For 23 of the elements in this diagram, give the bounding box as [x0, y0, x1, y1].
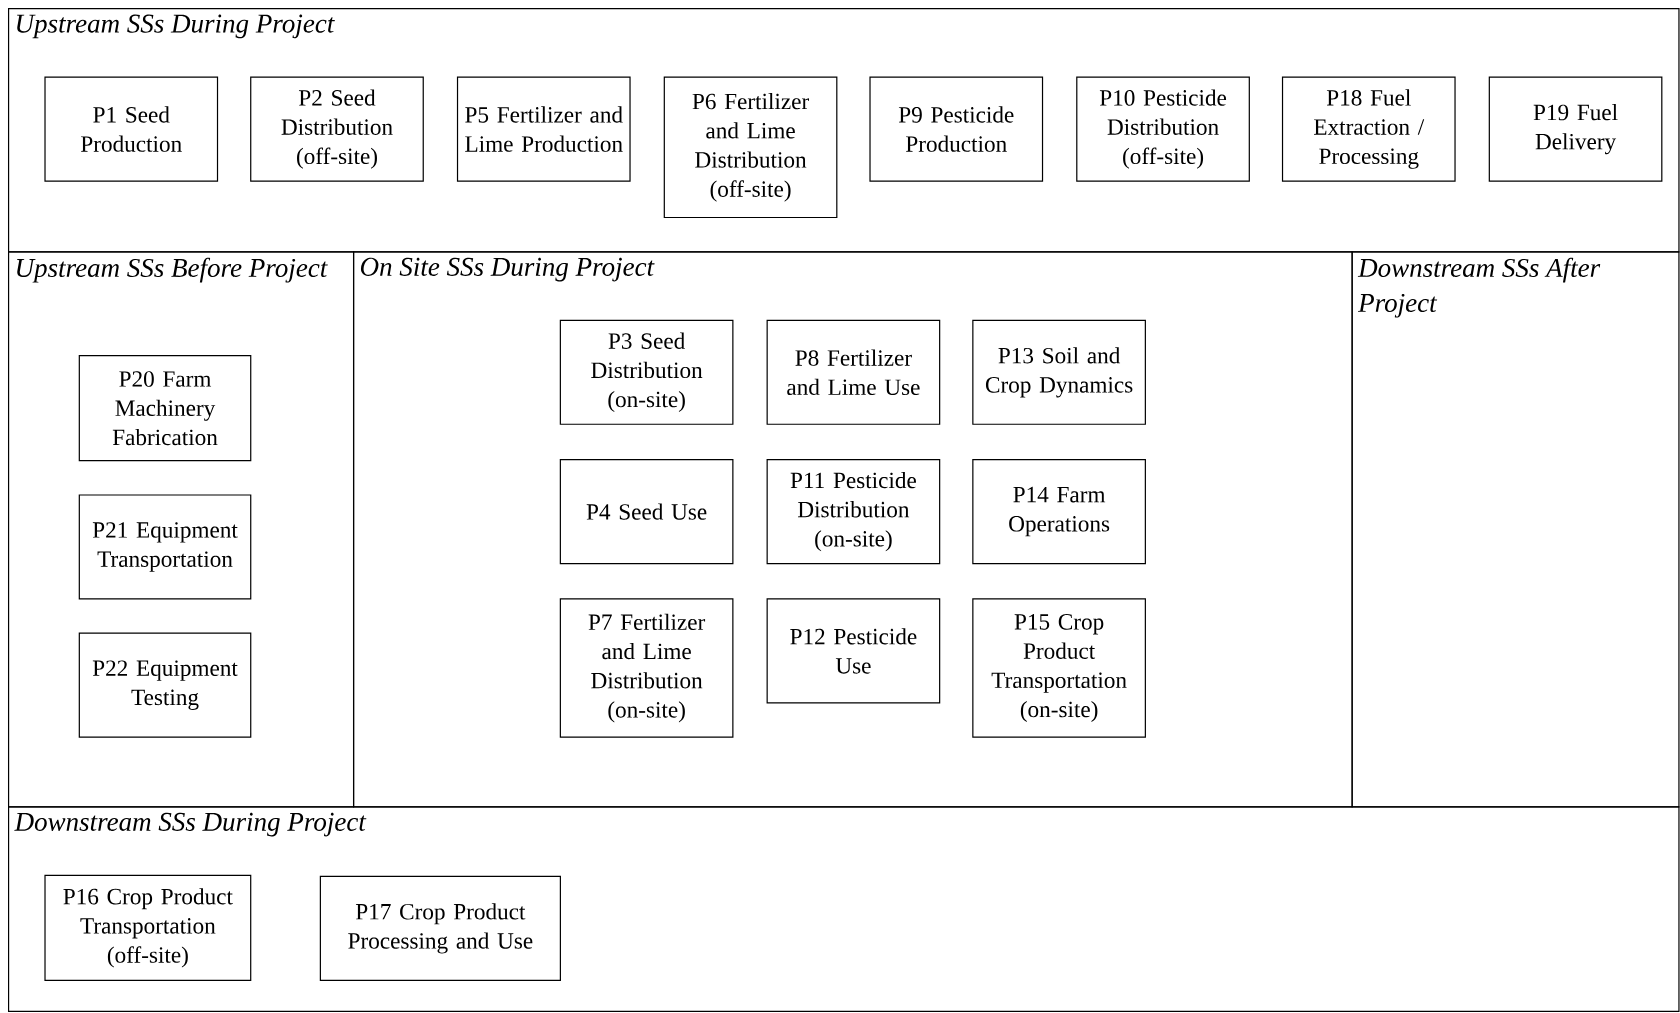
process-box: P17 Crop Product Processing and Use — [319, 876, 561, 982]
process-box: P15 Crop Product Transportation (on-site) — [972, 598, 1146, 738]
process-box: P22 Equipment Testing — [78, 632, 252, 738]
process-box: P4 Seed Use — [559, 459, 734, 565]
process-box: P14 Farm Operations — [972, 459, 1146, 565]
region-panel: Downstream SSs After Project — [1351, 251, 1680, 808]
process-box: P3 Seed Distribution (on-site) — [559, 320, 734, 426]
process-box: P12 Pesticide Use — [766, 598, 941, 704]
process-box: P8 Fertilizer and Lime Use — [766, 320, 941, 426]
process-box: P6 Fertilizer and Lime Distribution (off-site) — [663, 76, 838, 219]
process-box: P16 Crop Product Transportation (off-site) — [44, 875, 252, 982]
process-box: P13 Soil and Crop Dynamics — [972, 320, 1146, 426]
process-box: P18 Fuel Extraction / Processing — [1281, 76, 1456, 182]
process-box: P19 Fuel Delivery — [1488, 76, 1663, 182]
process-box: P21 Equipment Transportation — [78, 494, 252, 600]
process-box: P9 Pesticide Production — [869, 76, 1044, 182]
process-box: P10 Pesticide Distribution (off-site) — [1076, 76, 1250, 182]
process-box: P11 Pesticide Distribution (on-site) — [766, 459, 941, 565]
process-box: P2 Seed Distribution (off-site) — [250, 76, 424, 182]
process-box: P1 Seed Production — [44, 76, 219, 182]
process-box: P20 Farm Machinery Fabrication — [78, 355, 252, 462]
process-box: P7 Fertilizer and Lime Distribution (on-site) — [559, 598, 734, 738]
process-box: P5 Fertilizer and Lime Production — [456, 76, 631, 182]
